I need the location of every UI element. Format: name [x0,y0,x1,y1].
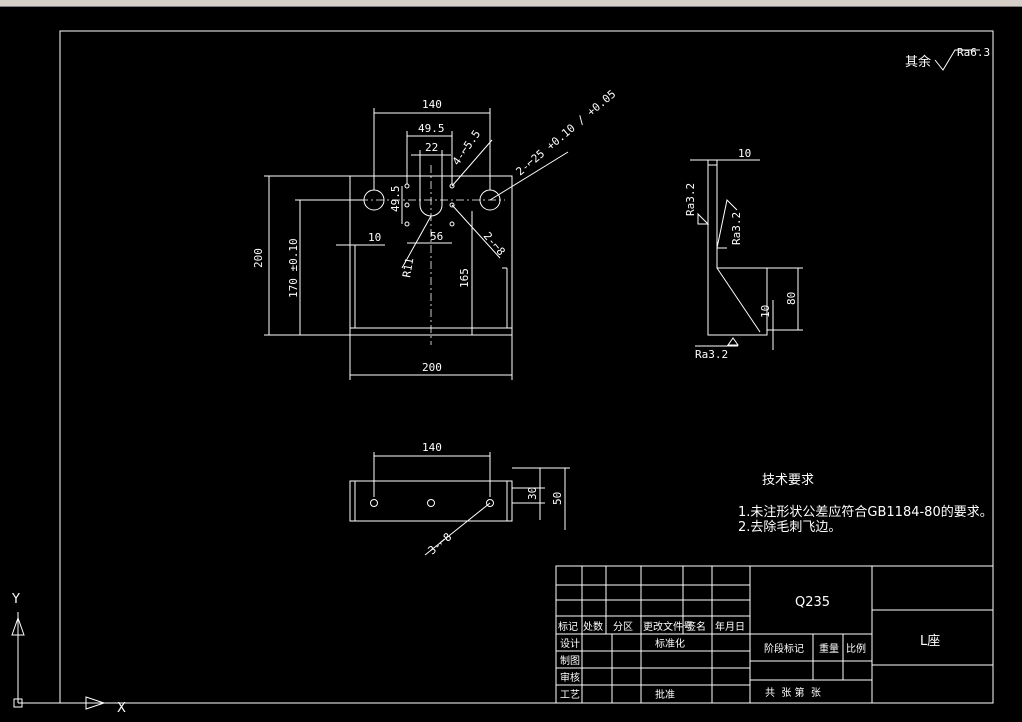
ucs-y-label: Y [11,592,20,607]
roughness-symbol-icon [934,49,980,71]
dim-holes-tol: 2-⌐25 +0.10 / +0.05 [514,87,619,178]
dim-radius: R11 [400,257,416,279]
tb-approve: 批准 [655,688,675,701]
dim-top-width: 140 [422,98,442,111]
dim-top-h1: 30 [526,487,539,500]
dim-hole-small: 2-⌐8 [481,230,508,259]
ra-bottom: Ra3.2 [695,348,728,361]
dim-top-holes: 3-⌐8 [426,530,455,557]
ra-inner: Ra3.2 [730,212,743,245]
tb-part-name: L座 [920,634,940,649]
dim-top-view-width: 140 [422,441,442,454]
title-block: 标记 处数 分区 更改文件号 签名 年月日 设计 标准化 制图 审核 工艺 批准… [555,565,994,704]
tb-material: Q235 [795,595,830,610]
tb-hdr-date: 年月日 [715,620,745,633]
window-top-edge [0,0,1022,7]
dim-bottom-width: 200 [422,361,442,374]
tech-req-title: 技术要求 [762,473,814,488]
tb-hdr-mark: 标记 [558,621,578,633]
dim-top-h2: 50 [551,492,564,505]
dim-slot-height: 49.5 [389,186,402,213]
tb-hdr-docno: 更改文件号 [643,620,693,633]
surface-note-ra: Ra6.3 [957,46,990,59]
front-view: 140 49.5 22 49.5 4-⌐5.5 2-⌐25 +0.10 / +0… [252,87,618,380]
top-view: 140 30 50 3-⌐8 [349,441,570,557]
tb-stage: 阶段标记 [764,642,804,655]
tb-standard: 标准化 [655,637,685,650]
tb-weight: 重量 [819,642,839,655]
dim-rib-height: 80 [785,292,798,305]
tb-check: 审核 [560,671,580,684]
ra-outer: Ra3.2 [684,183,697,216]
drawing-border [59,30,994,704]
dim-center: 56 [430,230,443,243]
dim-height-full: 200 [252,248,265,268]
tech-req-line2: 2.去除毛刺飞边。 [738,520,841,535]
ucs-x-label: X [117,701,126,716]
tech-req-line1: 1.未注形状公差应符合GB1184-80的要求。 [738,504,993,520]
dim-slot-span: 49.5 [418,122,445,135]
dim-height-tol: 170 ±0.10 [287,238,300,298]
dim-rib: 10 [759,305,772,318]
tb-hdr-sign: 签名 [686,620,706,633]
surface-note: 其余 [905,54,931,70]
dim-height-inner: 165 [458,268,471,288]
technical-requirements: 技术要求 1.未注形状公差应符合GB1184-80的要求。 2.去除毛刺飞边。 [738,473,993,535]
dim-offset: 10 [368,231,381,244]
tb-hdr-zone: 分区 [613,621,633,633]
dim-thickness: 10 [738,147,751,160]
dim-slot-width: 22 [425,141,438,154]
dim-hole-depth: 4-⌐5.5 [450,128,483,168]
tb-sheets: 共 张 第 张 [765,686,821,699]
tb-hdr-count: 处数 [583,620,603,633]
side-view: 10 Ra3.2 Ra3.2 Ra3.2 10 80 [684,147,803,361]
tb-draw: 制图 [560,654,580,667]
tb-scale: 比例 [846,642,866,655]
tb-design: 设计 [560,637,580,650]
ucs-icon: Y X [11,592,126,716]
tb-process: 工艺 [560,689,580,701]
